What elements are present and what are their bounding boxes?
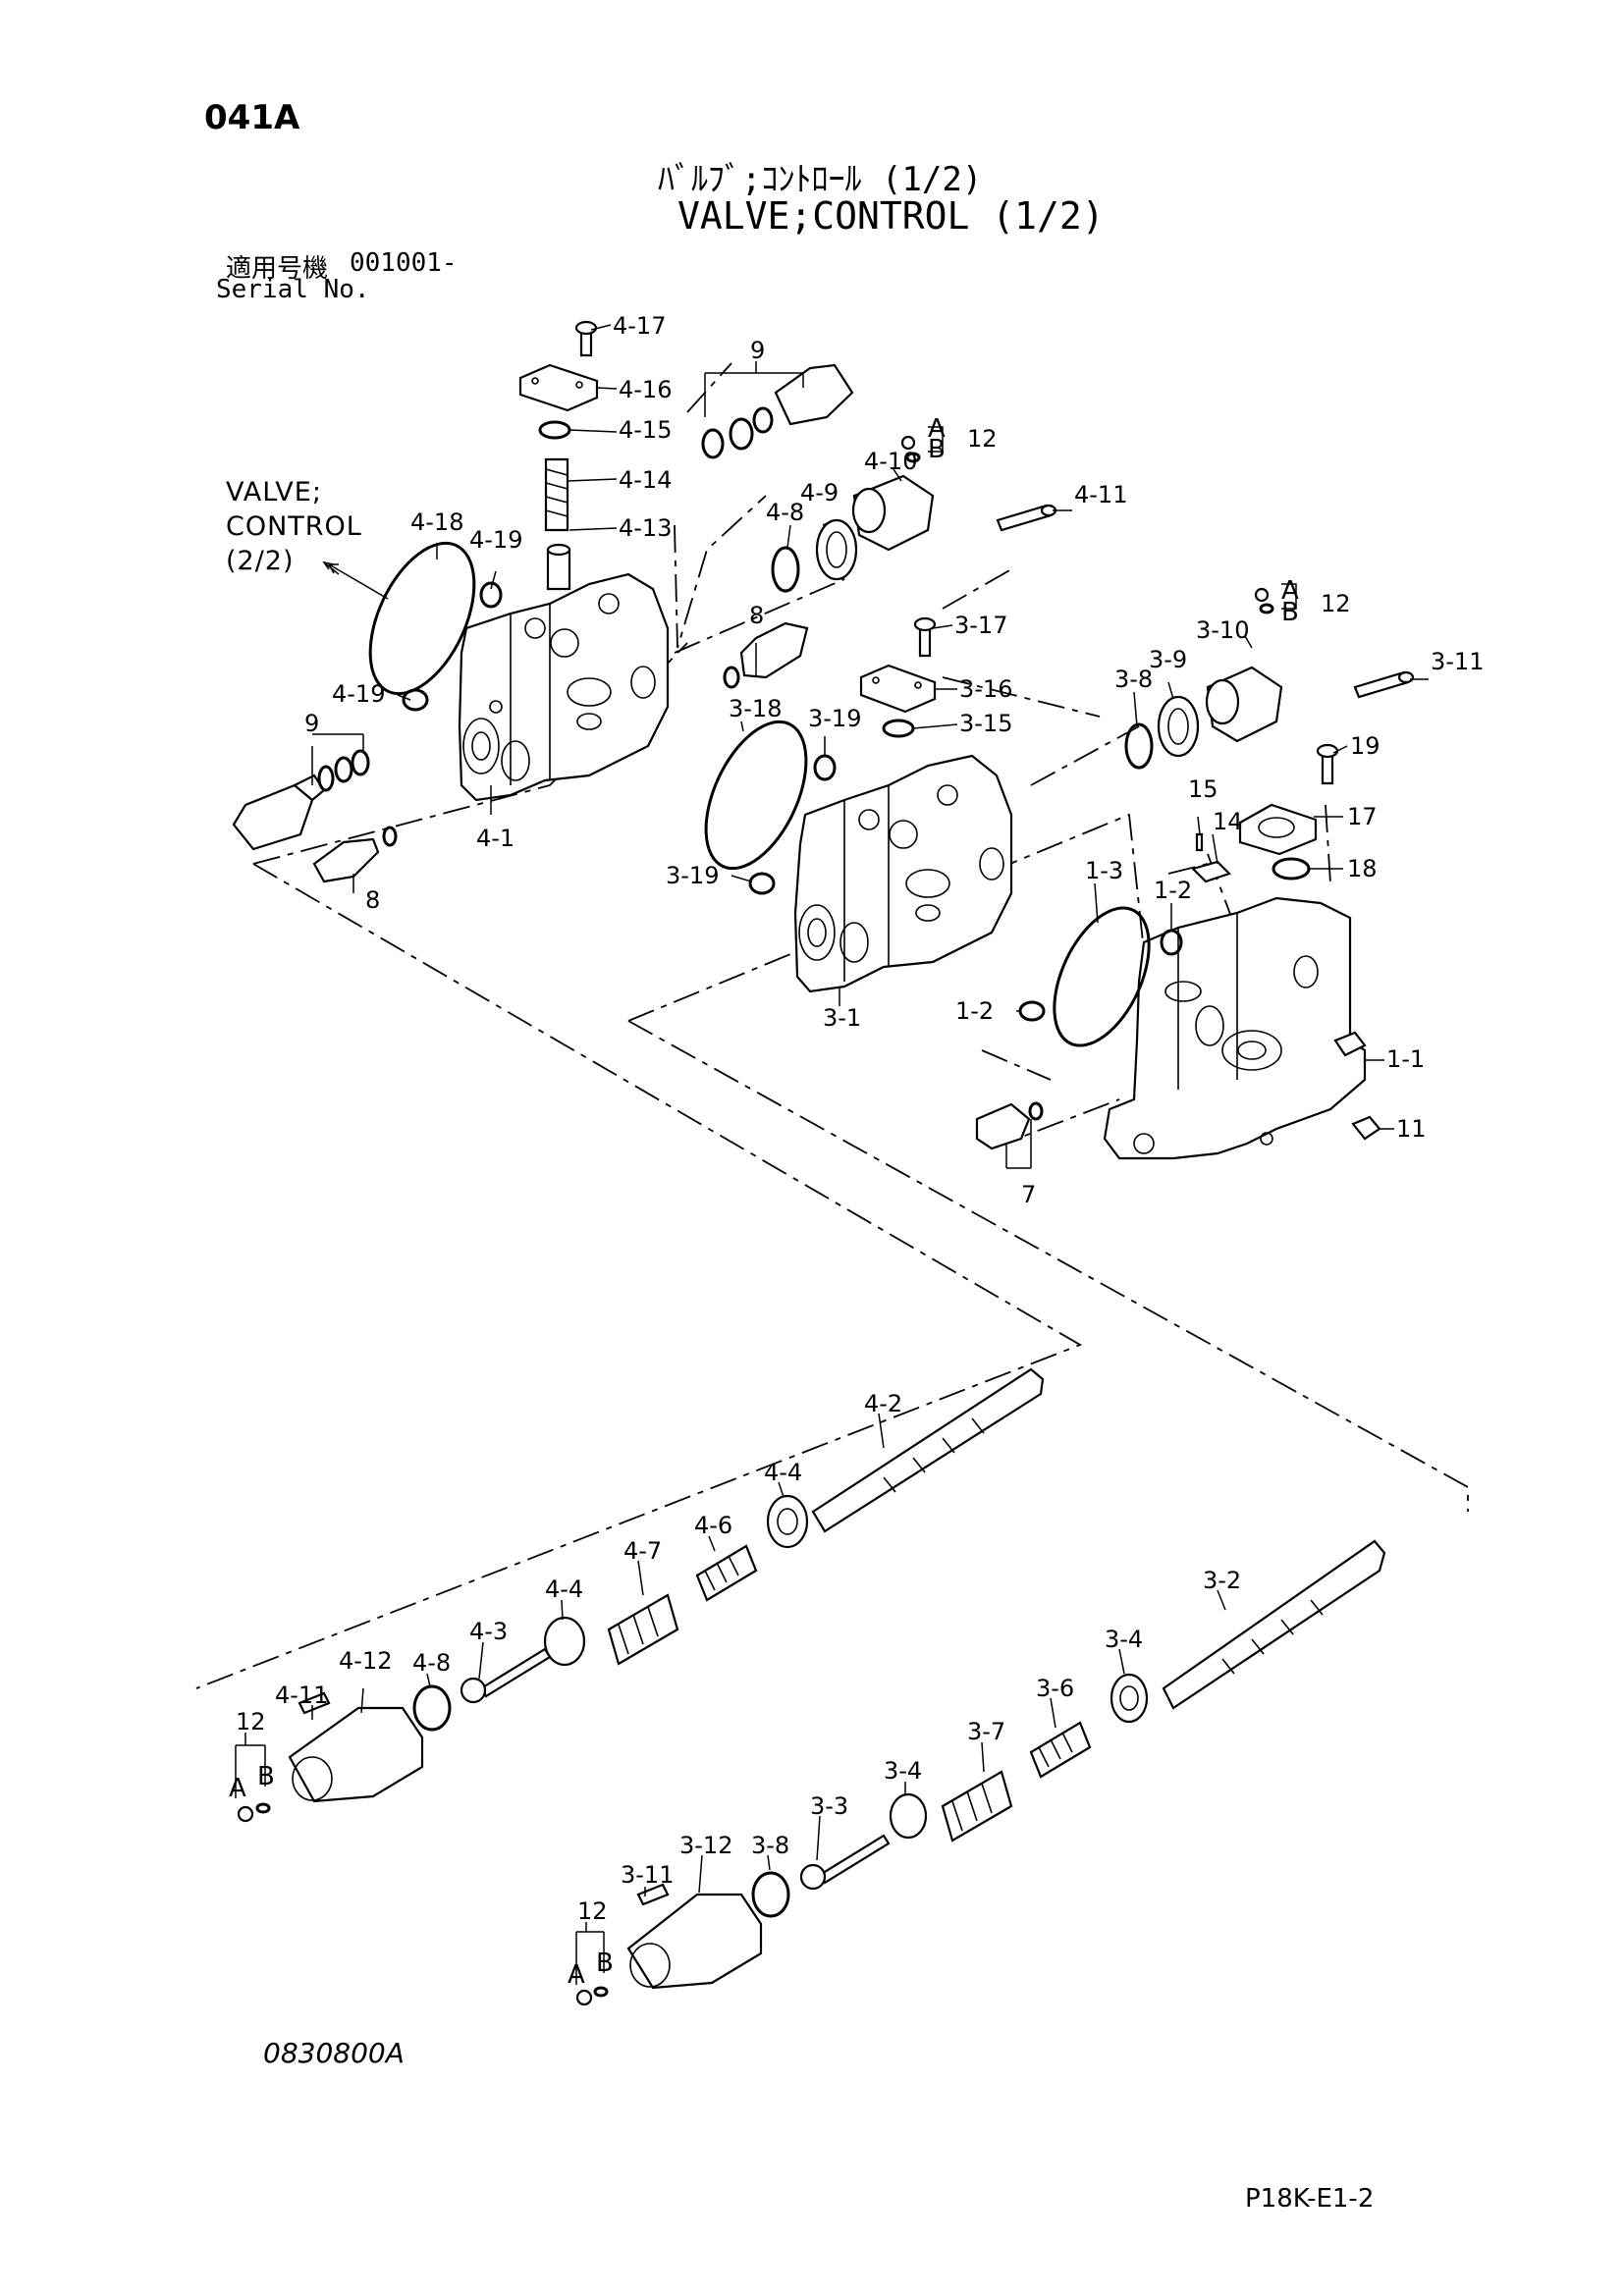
cross-reference-arrow (328, 563, 389, 600)
callout-12-d: 12 (577, 1897, 608, 1925)
callout-18: 18 (1347, 855, 1378, 882)
port-a-label: A (928, 414, 946, 444)
port-labels: A B A B A B A B (229, 414, 1299, 1990)
page-code: 041A (204, 98, 300, 137)
callout-4-3: 4-3 (469, 1618, 508, 1645)
callout-4-4-top: 4-4 (764, 1459, 802, 1486)
callout-12-b: 12 (1321, 590, 1351, 617)
port-a-label: A (568, 1960, 585, 1990)
serial-label-japanese: 適用号機 (226, 254, 329, 284)
callout-3-19-top: 3-19 (808, 705, 861, 732)
cross-reference-line-1: VALVE; (226, 477, 322, 507)
cross-reference-line-3: (2/2) (226, 546, 295, 576)
section-3-right-parts (1124, 587, 1415, 770)
callout-labels: 4-17 9 4-16 4-15 4-14 4-13 4-18 4-19 4-1… (236, 312, 1484, 1925)
port-a-label: A (1281, 576, 1299, 606)
port-b-label: B (257, 1762, 275, 1791)
title-english: VALVE;CONTROL (1/2) (677, 194, 1105, 238)
callout-12-a: 12 (967, 425, 998, 453)
callout-4-8-low: 4-8 (412, 1649, 451, 1677)
callout-3-11-low: 3-11 (621, 1861, 674, 1889)
callout-4-10: 4-10 (864, 448, 917, 475)
callout-4-16: 4-16 (619, 376, 672, 403)
callout-4-18: 4-18 (410, 508, 463, 536)
callout-17: 17 (1347, 803, 1378, 830)
callout-4-17: 4-17 (613, 312, 666, 340)
callout-3-3: 3-3 (810, 1792, 848, 1820)
callout-12-c: 12 (236, 1708, 266, 1735)
callout-3-8-low: 3-8 (751, 1832, 789, 1859)
port-b-label: B (1281, 598, 1299, 627)
callout-3-11-top: 3-11 (1431, 648, 1484, 675)
callout-4-6: 4-6 (694, 1512, 732, 1539)
callout-4-7: 4-7 (623, 1537, 662, 1565)
callout-4-11-top: 4-11 (1074, 481, 1127, 508)
callout-4-15: 4-15 (619, 416, 672, 444)
cross-reference-label: VALVE; CONTROL (2/2) (226, 477, 362, 576)
callout-3-12: 3-12 (679, 1832, 732, 1859)
port-b-label: B (596, 1949, 614, 1978)
callout-3-1: 3-1 (823, 1004, 861, 1032)
callout-3-8-top: 3-8 (1114, 666, 1153, 693)
callout-9-left: 9 (304, 710, 319, 737)
callout-1-2-left: 1-2 (955, 997, 994, 1025)
serial-value: 001001- (350, 248, 458, 278)
callout-3-9: 3-9 (1149, 646, 1187, 673)
callout-3-6: 3-6 (1036, 1675, 1074, 1702)
callout-4-14: 4-14 (619, 466, 672, 494)
callout-3-19-left: 3-19 (666, 862, 719, 889)
callout-9-top: 9 (750, 337, 765, 364)
callout-3-4-top: 3-4 (1105, 1626, 1143, 1653)
callout-3-4-low: 3-4 (884, 1757, 922, 1785)
valve-section-1-body (975, 743, 1381, 1160)
title-japanese: ﾊﾞﾙﾌﾞ;ｺﾝﾄﾛｰﾙ (1/2) (658, 160, 983, 199)
callout-4-12: 4-12 (339, 1647, 392, 1675)
figure-number: 0830800A (263, 2037, 405, 2069)
callout-4-1: 4-1 (476, 825, 514, 852)
callout-4-8-top: 4-8 (766, 499, 804, 526)
port-a-label: A (229, 1774, 246, 1803)
callout-4-13: 4-13 (619, 514, 672, 542)
section-4-right-parts (701, 363, 1057, 689)
callout-4-9: 4-9 (800, 479, 839, 507)
callout-3-17: 3-17 (954, 612, 1007, 639)
port-b-label: B (928, 435, 946, 464)
callout-4-4-low: 4-4 (545, 1575, 583, 1603)
callout-1-2-top: 1-2 (1154, 877, 1192, 904)
callout-3-18: 3-18 (729, 695, 782, 722)
callout-3-10: 3-10 (1196, 616, 1249, 644)
callout-8-mid: 8 (749, 602, 764, 629)
callout-1-1: 1-1 (1386, 1045, 1425, 1073)
page-reference: P18K-E1-2 (1245, 2184, 1375, 2214)
callout-3-15: 3-15 (959, 710, 1012, 737)
callout-11: 11 (1396, 1115, 1427, 1143)
section-4-top-parts (518, 320, 599, 591)
callout-8-left: 8 (365, 886, 380, 914)
callout-4-11-low: 4-11 (275, 1682, 328, 1709)
callout-4-19-left: 4-19 (332, 680, 385, 708)
serial-label-english: Serial No. (216, 275, 370, 304)
callout-19: 19 (1350, 732, 1380, 760)
callout-1-3: 1-3 (1085, 857, 1123, 884)
callout-15: 15 (1188, 775, 1218, 803)
spool-assembly-section-4 (237, 1367, 1045, 1823)
spool-assembly-section-3 (575, 1539, 1386, 2006)
callout-4-19-top: 4-19 (469, 526, 522, 554)
cross-reference-line-2: CONTROL (226, 511, 362, 542)
leader-lines (235, 324, 1429, 1985)
assembly-guide-lines (195, 362, 1469, 1689)
callout-3-2: 3-2 (1203, 1567, 1241, 1594)
valve-section-3-body (793, 754, 1013, 993)
valve-section-4-body (458, 572, 670, 802)
section-4-left-parts (232, 541, 503, 883)
callout-4-2: 4-2 (864, 1390, 902, 1417)
callout-3-7: 3-7 (967, 1718, 1005, 1745)
callout-14: 14 (1213, 808, 1243, 835)
callout-7: 7 (1021, 1181, 1036, 1208)
callout-3-16: 3-16 (959, 675, 1012, 703)
